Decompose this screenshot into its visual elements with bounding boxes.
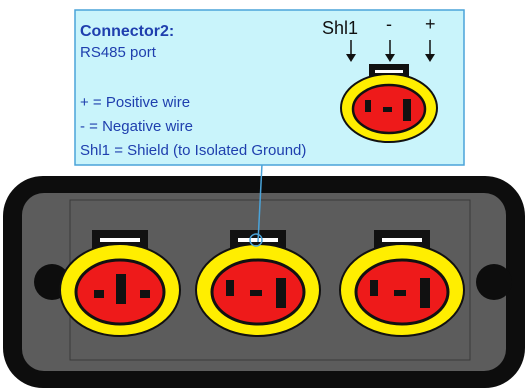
pin bbox=[226, 280, 234, 296]
legend-positive: + = Positive wire bbox=[80, 94, 190, 111]
callout-leader-line bbox=[257, 163, 263, 243]
down-arrow-icon bbox=[385, 40, 395, 62]
connector-3 bbox=[339, 230, 465, 337]
pin bbox=[94, 290, 104, 298]
shield-marker bbox=[249, 233, 263, 247]
pin-label-shield: Shl1 bbox=[322, 18, 358, 38]
pin bbox=[370, 280, 378, 296]
legend-negative: - = Negative wire bbox=[80, 118, 193, 135]
callout: Connector2: RS485 port + = Positive wire… bbox=[74, 9, 465, 243]
pin-label-positive: + bbox=[425, 14, 436, 34]
pin bbox=[403, 99, 411, 121]
connector-detail bbox=[340, 64, 438, 143]
callout-title: Connector2: bbox=[80, 23, 174, 40]
pin bbox=[383, 107, 392, 112]
pin bbox=[140, 290, 150, 298]
connector-tab-slot bbox=[375, 70, 403, 73]
pin-label-negative: - bbox=[386, 14, 392, 34]
pin bbox=[365, 100, 371, 112]
pin bbox=[116, 274, 126, 304]
pin bbox=[276, 278, 286, 308]
down-arrow-icon bbox=[425, 40, 435, 62]
connector-1 bbox=[59, 230, 181, 337]
mounting-hole-right bbox=[476, 264, 512, 300]
pin bbox=[250, 290, 262, 296]
down-arrow-icon bbox=[346, 40, 356, 62]
legend-shield: Shl1 = Shield (to Isolated Ground) bbox=[80, 142, 306, 159]
pin bbox=[420, 278, 430, 308]
connector-tab-slot bbox=[382, 238, 422, 242]
callout-subtitle: RS485 port bbox=[80, 44, 157, 61]
pin bbox=[394, 290, 406, 296]
connector-2 bbox=[195, 230, 321, 337]
connector-tab-slot bbox=[100, 238, 140, 242]
